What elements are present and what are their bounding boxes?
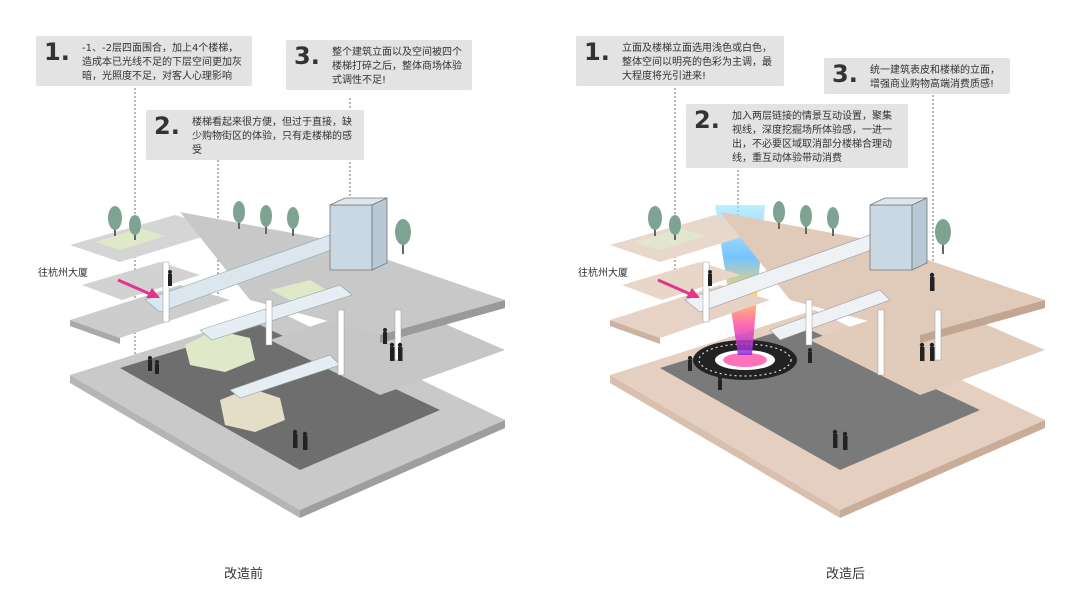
- after-panel: 1. 立面及楼梯立面选用浅色或白色，整体空间以明亮的色彩为主调，最大程度将光引进…: [540, 0, 1080, 613]
- glass-elevator: [869, 197, 928, 271]
- person-figure: [842, 431, 848, 450]
- central-platform: [185, 330, 255, 372]
- note-1: 1. -1、-2层四面围合，加上4个楼梯，造成本已光线不足的下层空间更加灰暗，光…: [36, 36, 252, 86]
- top-floor-slab: [70, 212, 505, 343]
- person-figure: [708, 270, 712, 286]
- before-axonometric-drawing: [70, 88, 505, 518]
- person-figure: [718, 376, 722, 390]
- panel-caption: 改造前: [224, 567, 264, 582]
- side-label: 往杭州大厦: [38, 268, 88, 279]
- escalator-group: [144, 234, 353, 399]
- person-figure: [383, 328, 387, 344]
- note-number: 2.: [154, 112, 180, 140]
- note-number: 1.: [44, 38, 70, 66]
- before-panel: 1. -1、-2层四面围合，加上4个楼梯，造成本已光线不足的下层空间更加灰暗，光…: [36, 36, 505, 582]
- note-number: 3.: [294, 42, 320, 70]
- note-3: 3. 整个建筑立面以及空间被四个楼梯打碎之后，整体商场体验式调性不足!: [286, 40, 472, 90]
- note-1: 1. 立面及楼梯立面选用浅色或白色，整体空间以明亮的色彩为主调，最大程度将光引进…: [576, 36, 784, 86]
- note-text: -1、-2层四面围合，加上4个楼梯，造成本已光线不足的下层空间更加灰暗，光照度不…: [82, 43, 242, 82]
- after-axonometric-drawing: [610, 88, 1045, 518]
- note-text: 加入两层链接的情景互动设置，聚集视线，深度挖掘场所体验感，一进一出，不必要区域取…: [732, 111, 892, 164]
- note-text: 整个建筑立面以及空间被四个楼梯打碎之后，整体商场体验式调性不足!: [332, 47, 462, 86]
- note-3: 3. 统一建筑表皮和楼梯的立面，增强商业购物高端消费质感!: [824, 58, 1010, 94]
- top-floor-slab: [610, 212, 1045, 343]
- note-number: 3.: [832, 60, 858, 88]
- side-label: 往杭州大厦: [578, 268, 628, 279]
- person-figure: [808, 348, 812, 363]
- people-figures: [148, 270, 403, 450]
- person-figure: [397, 342, 403, 361]
- note-2: 2. 加入两层链接的情景互动设置，聚集视线，深度挖掘场所体验感，一进一出，不必要…: [686, 104, 908, 168]
- entrance-arrow: [657, 278, 700, 298]
- note-number: 2.: [694, 106, 720, 134]
- person-figure: [148, 356, 152, 371]
- interactive-installation-ring: [693, 340, 797, 380]
- panel-caption: 改造后: [826, 567, 866, 582]
- trees: [648, 201, 951, 254]
- columns: [702, 261, 942, 376]
- person-figure: [292, 429, 298, 448]
- person-figure: [389, 342, 395, 361]
- person-figure: [929, 272, 935, 291]
- lower-platform: [220, 388, 285, 432]
- person-figure: [832, 429, 838, 448]
- note-number: 1.: [584, 38, 610, 66]
- glass-elevator: [329, 197, 388, 271]
- note-text: 立面及楼梯立面选用浅色或白色，整体空间以明亮的色彩为主调，最大程度将光引进来!: [622, 43, 772, 82]
- person-figure: [302, 431, 308, 450]
- note-2: 2. 楼梯看起来很方便，但过于直接，缺少购物街区的体验，只有走楼梯的感受: [146, 110, 364, 160]
- person-figure: [688, 356, 692, 371]
- trees: [108, 201, 411, 254]
- columns: [162, 261, 402, 376]
- person-figure: [155, 360, 159, 374]
- person-figure: [919, 342, 925, 361]
- person-figure: [929, 342, 935, 361]
- entrance-arrow: [117, 278, 160, 298]
- note-text: 统一建筑表皮和楼梯的立面，增强商业购物高端消费质感!: [870, 65, 1000, 90]
- person-figure: [168, 270, 172, 286]
- note-text: 楼梯看起来很方便，但过于直接，缺少购物街区的体验，只有走楼梯的感受: [192, 117, 352, 156]
- people-figures: [688, 270, 935, 450]
